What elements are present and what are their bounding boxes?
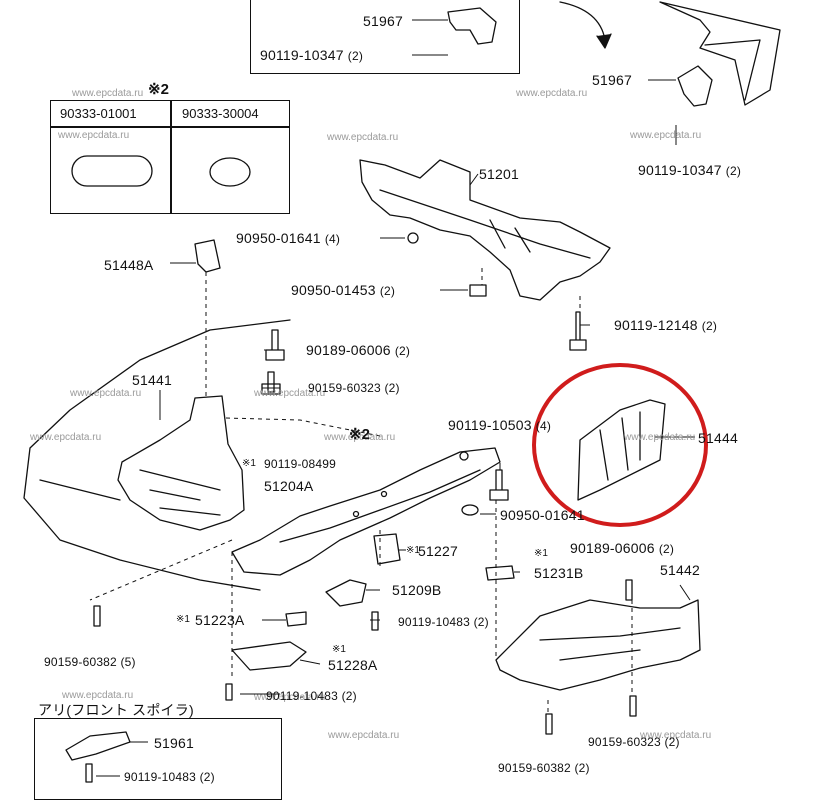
label-51448A: 51448A (104, 257, 154, 273)
label-90189-06006-right: 90189-06006 (2) (570, 540, 675, 556)
body-panel-top-right (659, 1, 781, 106)
crossmember-51201 (359, 159, 611, 301)
label-spoiler-title: アリ(フロント スポイラ) (38, 702, 194, 718)
watermark: www.epcdata.ru (516, 88, 588, 99)
label-51228A: 51228A (328, 657, 378, 673)
label-90119-08499: 90119-08499 (264, 457, 337, 471)
pad-51223A (285, 611, 307, 627)
label-90333-01001: 90333-01001 (60, 106, 137, 121)
bolt-90119-10503 (489, 469, 509, 501)
watermark: www.epcdata.ru (70, 388, 142, 399)
side-plate-51444 (577, 399, 666, 501)
clip-90333-30004 (209, 157, 251, 187)
note2-mark-clips: ※2 (148, 81, 169, 98)
bolt-90119-10483-a (371, 611, 379, 631)
note2-mark-center: ※2 (349, 426, 370, 443)
label-90333-30004: 90333-30004 (182, 106, 259, 121)
label-90119-10483-b: 90119-10483 (2) (266, 689, 357, 703)
label-90950-01641: 90950-01641 (500, 507, 585, 523)
bumper-body-left (23, 319, 291, 591)
watermark: www.epcdata.ru (58, 130, 130, 141)
under-cover-51441 (117, 395, 245, 531)
label-90189-06006: 90189-06006 (2) (306, 342, 411, 358)
bracket-51209B (325, 579, 367, 607)
label-90119-10483: 90119-10483 (2) (398, 615, 489, 629)
watermark: www.epcdata.ru (324, 432, 396, 443)
bolt-90950-01453 (469, 284, 487, 297)
watermark: www.epcdata.ru (254, 388, 326, 399)
watermark: www.epcdata.ru (640, 730, 712, 741)
pad-51231B (485, 565, 515, 581)
watermark: www.epcdata.ru (72, 88, 144, 99)
leader-lines (96, 19, 695, 777)
note1-mark: ※1 (176, 614, 190, 625)
bolt-90159-60323-right (629, 695, 637, 717)
bolt-90119-10483-spoiler (85, 763, 93, 783)
watermark: www.epcdata.ru (624, 432, 696, 443)
bolt-90189-06006-right (625, 579, 633, 601)
bolt-90119-10483-b (225, 683, 233, 701)
inset-top-box (250, 0, 520, 74)
dashed-guides (89, 268, 633, 714)
watermark: www.epcdata.ru (328, 730, 400, 741)
clip-90333-01001 (71, 155, 153, 187)
label-51231B: 51231B (534, 565, 584, 581)
label-90159-60382-left: 90159-60382 (5) (44, 655, 136, 669)
label-90119-10347-top: 90119-10347 (2) (260, 47, 364, 63)
label-51961: 51961 (154, 735, 194, 751)
note1-mark: ※1 (406, 545, 420, 556)
label-90119-10347-right: 90119-10347 (2) (638, 162, 742, 178)
label-51209B: 51209B (392, 582, 442, 598)
label-51227: 51227 (418, 543, 458, 559)
bolt-90119-12148 (569, 311, 587, 351)
under-cover-51442 (495, 599, 701, 691)
bolt-90189-06006 (265, 329, 285, 361)
watermark: www.epcdata.ru (30, 432, 102, 443)
label-90159-60323: 90159-60323 (2) (308, 381, 400, 395)
bracket-51967-top (447, 7, 497, 45)
nut-90950-01641 (461, 504, 479, 516)
label-90119-12148: 90119-12148 (2) (614, 317, 718, 333)
label-90950-01453: 90950-01453 (2) (291, 282, 396, 298)
label-90950-01641-top: 90950-01641 (4) (236, 230, 341, 246)
label-90159-60323-right: 90159-60323 (2) (588, 735, 680, 749)
watermark: www.epcdata.ru (254, 692, 326, 703)
highlight-circle (532, 363, 708, 527)
watermark: www.epcdata.ru (630, 130, 702, 141)
label-51442: 51442 (660, 562, 700, 578)
note1-mark: ※1 (332, 644, 346, 655)
label-51444: 51444 (698, 430, 738, 446)
label-51441: 51441 (132, 372, 172, 388)
bolt-90159-60323 (261, 371, 281, 395)
label-51967-top: 51967 (363, 13, 403, 29)
center-member-51204A (231, 447, 501, 576)
label-51201: 51201 (479, 166, 519, 182)
plate-51228A (231, 641, 307, 671)
label-51967-right: 51967 (592, 72, 632, 88)
inset-clips-divider-v (170, 100, 172, 214)
watermark: www.epcdata.ru (327, 132, 399, 143)
mount-51227 (373, 533, 401, 565)
inset-spoiler-box (34, 718, 282, 800)
label-90159-60382-right: 90159-60382 (2) (498, 761, 590, 775)
bracket-51448A (194, 239, 221, 273)
label-51223A: 51223A (195, 612, 245, 628)
direction-arrow (559, 1, 606, 41)
bracket-51967-right (677, 65, 713, 107)
label-90119-10483-spoiler: 90119-10483 (2) (124, 770, 215, 784)
note1-mark: ※1 (242, 458, 256, 469)
nut-90950-01641-top (407, 232, 419, 244)
bolt-90159-60382-right (545, 713, 553, 735)
label-51204A: 51204A (264, 478, 314, 494)
label-90119-10503: 90119-10503 (4) (448, 417, 552, 433)
watermark: www.epcdata.ru (62, 690, 134, 701)
bolt-90159-60382-left (93, 605, 101, 627)
note1-mark: ※1 (534, 548, 548, 559)
